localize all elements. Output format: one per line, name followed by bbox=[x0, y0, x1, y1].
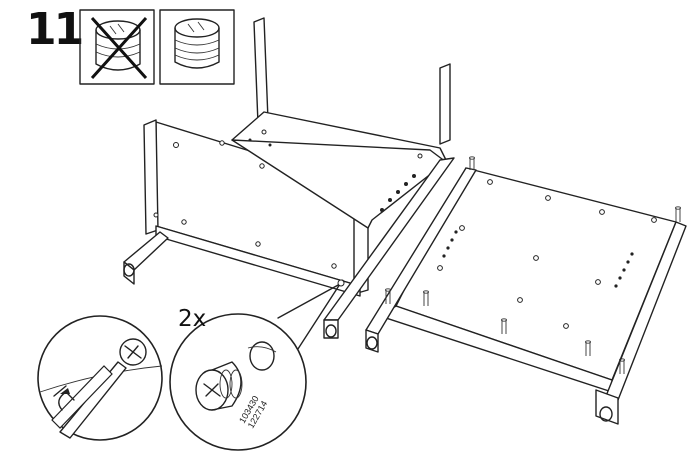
back-post-right bbox=[439, 63, 451, 145]
right-side-panel bbox=[365, 156, 687, 425]
back-post-left bbox=[253, 17, 269, 125]
wrong-fitting-box bbox=[79, 9, 155, 85]
leg-left bbox=[123, 231, 169, 285]
cam-lock-crossed-icon bbox=[90, 16, 148, 80]
screwdriver-icon bbox=[51, 361, 127, 439]
quantity-label: 2x bbox=[178, 306, 207, 332]
cam-lock-detail: 103430 122714 bbox=[169, 313, 307, 451]
callout-leader bbox=[277, 283, 341, 353]
cam-lock-correct-icon bbox=[174, 18, 220, 69]
fitting-comparison bbox=[79, 9, 235, 85]
cam-hole-marker bbox=[337, 279, 345, 287]
screwdriver-detail bbox=[37, 315, 163, 441]
back-frame bbox=[231, 17, 451, 161]
correct-fitting-box bbox=[159, 9, 235, 85]
step-number: 11 bbox=[26, 4, 84, 55]
middle-frame bbox=[231, 129, 455, 339]
